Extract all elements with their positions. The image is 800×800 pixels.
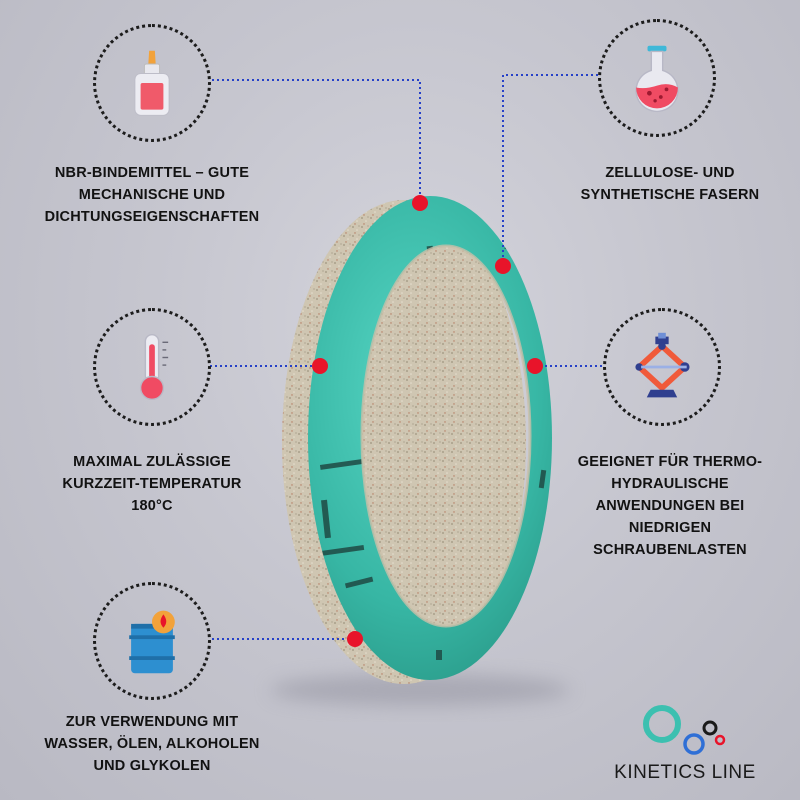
hydraulic-jack-icon: [635, 332, 690, 398]
marker-thermohydraulic: [527, 358, 543, 374]
thermometer-icon-circle: [93, 308, 211, 426]
feature-thermohydraulic-label: GEEIGNET FÜR THERMO- HYDRAULISCHE ANWEND…: [577, 454, 763, 558]
flask-icon: [635, 45, 679, 113]
flask-icon-circle: [598, 19, 716, 137]
feature-temperature-label: MAXIMAL ZULÄSSIGE KURZZEIT-TEMPERATUR 18…: [62, 454, 242, 514]
marker-temperature: [312, 358, 328, 374]
marker-fibers: [495, 258, 511, 274]
brand-name: KINETICS LINE: [614, 762, 756, 783]
thermometer-icon: [139, 333, 169, 401]
connector-lines: [210, 74, 603, 640]
oil-barrel-icon-circle: [93, 582, 211, 700]
connector-binder: [212, 79, 421, 203]
feature-binder-label: NBR-BINDEMITTEL – GUTE MECHANISCHE UND D…: [44, 165, 260, 225]
feature-markers: [312, 195, 543, 647]
oil-barrel-icon: [129, 610, 175, 674]
marker-media: [347, 631, 363, 647]
feature-media-label: ZUR VERWENDUNG MIT WASSER, ÖLEN, ALKOHOL…: [44, 714, 260, 774]
gasket-print-marks: [319, 227, 547, 660]
marker-binder: [412, 195, 428, 211]
glue-bottle-icon-circle: [93, 24, 211, 142]
glue-bottle-icon: [134, 50, 170, 116]
connector-fibers: [502, 74, 598, 266]
hydraulic-jack-icon-circle: [603, 308, 721, 426]
feature-fibers-label: ZELLULOSE- UND SYNTHETISCHE FASERN: [580, 165, 760, 203]
brand-logo-icon: [643, 705, 726, 755]
